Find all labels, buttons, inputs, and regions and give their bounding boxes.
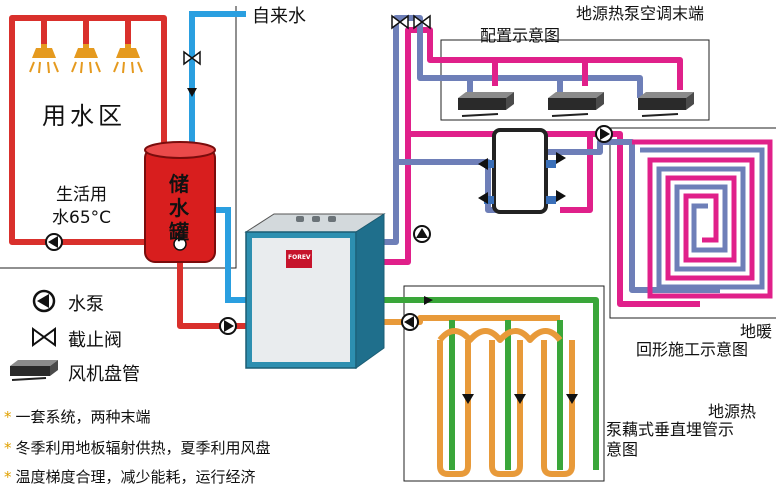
fan-coil-units: [458, 92, 694, 117]
flow-arrow-icon: [462, 394, 474, 404]
shower-heads: [29, 44, 143, 74]
ac-terminal-title: 地源热泵空调末端: [576, 4, 705, 23]
bullet-star-icon: *: [4, 408, 12, 426]
storage-tank-icon: [144, 141, 216, 263]
flow-arrow-icon: [478, 158, 488, 170]
pump-symbol-icon: [32, 289, 56, 313]
domestic-water-label-line1: 生活用: [56, 185, 107, 205]
diagram-pumps: [45, 125, 613, 335]
shower-head-icon: [71, 44, 101, 74]
ground-loop-box: [403, 285, 605, 482]
water-zone-label: 用水区: [42, 102, 126, 130]
tap-water-label: 自来水: [252, 6, 306, 27]
unit-cold-pipe: [214, 207, 248, 303]
pump-icon: [413, 225, 431, 243]
legend-fan-coil-label: 风机盘管: [68, 364, 140, 385]
flow-arrows: [187, 88, 578, 404]
flow-arrow-icon: [187, 88, 197, 97]
flow-arrow-icon: [478, 192, 488, 204]
heat-exchanger-icon: [484, 128, 556, 214]
flow-arrow-icon: [424, 296, 433, 305]
flow-arrow-icon: [556, 152, 566, 164]
bullet-star-icon: *: [4, 439, 12, 457]
bullet-item: *一套系统，两种末端: [4, 406, 151, 427]
heat-pump-unit-icon: [244, 213, 386, 369]
tank-label-char1: 储: [169, 172, 189, 196]
bullet-item: *温度梯度合理，减少能耗，运行经济: [4, 466, 256, 487]
floor-heating-spiral: [632, 139, 773, 299]
stop-valve-icon: [413, 14, 431, 30]
ground-loop-line3: 意图: [606, 440, 639, 459]
ground-loop-title: 地源热: [708, 402, 757, 421]
tap-water-pipe: [189, 11, 246, 150]
ac-terminal-subtitle: 配置示意图: [480, 26, 561, 45]
bullet-text: 冬季利用地板辐射供热，夏季利用风盘: [15, 439, 271, 457]
flow-arrow-icon: [566, 394, 578, 404]
bullet-star-icon: *: [4, 468, 12, 486]
tank-label-char2: 水: [169, 196, 189, 220]
flow-arrow-icon: [556, 190, 566, 202]
pump-icon: [595, 125, 613, 143]
pump-icon: [401, 313, 419, 331]
floor-heating-subtitle: 回形施工示意图: [636, 340, 749, 359]
fan-coil-symbol-icon: [10, 360, 58, 381]
flow-arrow-icon: [514, 394, 526, 404]
pump-icon: [45, 233, 63, 251]
terminal-supply-pipes: [384, 15, 720, 307]
fan-coil-icon: [638, 92, 694, 117]
floor-heating-title: 地暖: [740, 322, 773, 341]
bullet-text: 温度梯度合理，减少能耗，运行经济: [15, 468, 256, 486]
bullet-item: *冬季利用地板辐射供热，夏季利用风盘: [4, 437, 271, 458]
pump-icon: [219, 317, 237, 335]
tank-label-char3: 罐: [169, 220, 189, 244]
fan-coil-icon: [458, 92, 514, 117]
fan-coil-icon: [548, 92, 604, 117]
stop-valve-icon: [391, 14, 409, 30]
water-zone-boundary: [0, 6, 237, 269]
ground-loop-line2: 泵藕式垂直埋管示: [606, 420, 735, 439]
bullet-text: 一套系统，两种末端: [15, 408, 151, 426]
stop-valve-icon: [183, 50, 201, 66]
floor-heating-box: [609, 127, 776, 319]
unit-brand-label: FOREV: [288, 254, 311, 261]
shower-head-icon: [113, 44, 143, 74]
shower-head-icon: [29, 44, 59, 74]
legend-icons: [10, 289, 58, 381]
legend-pump-label: 水泵: [68, 294, 104, 315]
stop-valves: [183, 14, 431, 66]
legend-valve-label: 截止阀: [68, 330, 122, 351]
stop-valve-symbol-icon: [32, 327, 56, 347]
domestic-water-label-line2: 水65°C: [52, 208, 112, 228]
